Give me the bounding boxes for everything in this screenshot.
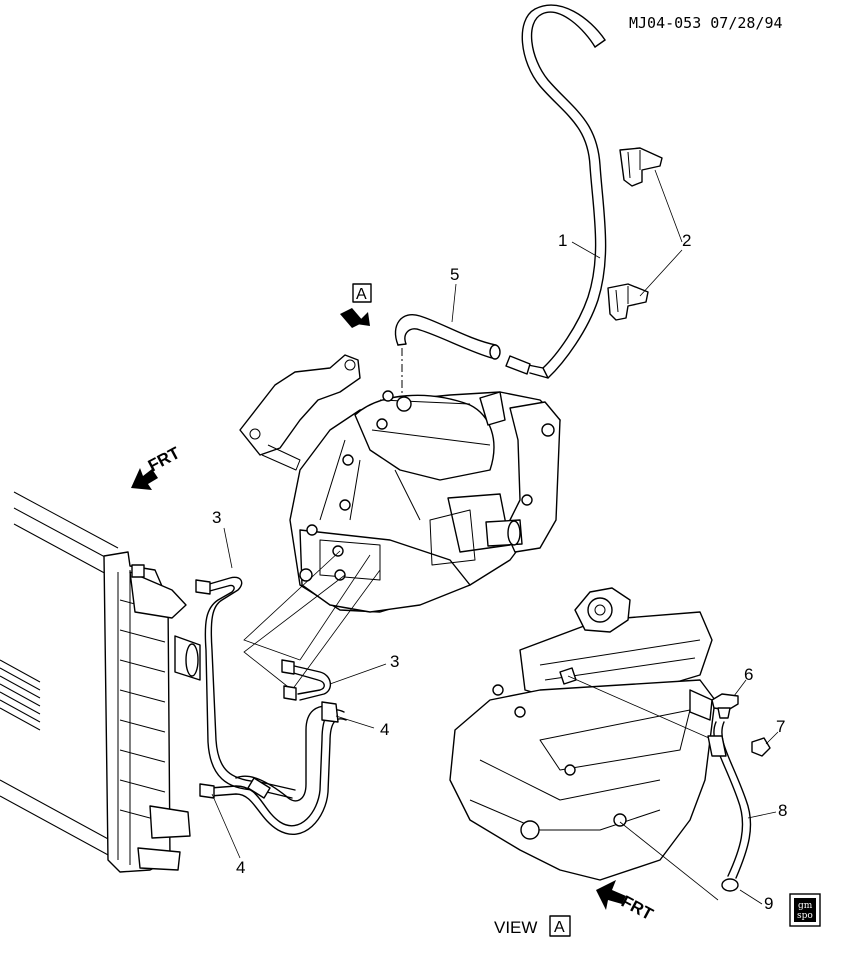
transaxle-assembly bbox=[239, 354, 561, 613]
front-label-upper: FRT bbox=[145, 443, 184, 476]
view-caption: VIEW A bbox=[494, 915, 571, 937]
logo-line-2: spo bbox=[797, 911, 813, 921]
callout-labels: 1 2 3 3 4 4 5 6 7 8 9 bbox=[212, 231, 787, 913]
callout-3-upper: 3 bbox=[212, 508, 221, 527]
callout-5: 5 bbox=[450, 265, 459, 284]
gm-spo-logo: gm spo bbox=[789, 893, 821, 927]
front-arrow-upper: FRT bbox=[131, 443, 184, 490]
hose-part-5 bbox=[394, 314, 501, 405]
callout-8: 8 bbox=[778, 801, 787, 820]
engine-assembly-view-a bbox=[449, 587, 719, 901]
cooler-line-part-3 bbox=[195, 576, 331, 799]
callout-4-bottom: 4 bbox=[236, 858, 245, 877]
view-a-marker: A bbox=[340, 283, 372, 328]
callout-7: 7 bbox=[776, 717, 785, 736]
logo-line-1: gm bbox=[798, 901, 813, 911]
view-caption-word: VIEW bbox=[494, 918, 537, 937]
hose-clips-part-2 bbox=[607, 147, 663, 321]
view-caption-letter: A bbox=[554, 919, 565, 936]
radiator bbox=[0, 491, 201, 873]
callout-9: 9 bbox=[764, 894, 773, 913]
callout-6: 6 bbox=[744, 665, 753, 684]
front-label-lower: FRT bbox=[618, 892, 657, 925]
front-arrow-lower: FRT bbox=[596, 880, 657, 924]
callout-leaders bbox=[211, 169, 779, 905]
view-marker-letter: A bbox=[356, 286, 367, 303]
cooler-line-part-4 bbox=[199, 701, 347, 835]
callout-1: 1 bbox=[558, 231, 567, 250]
leader-dashes bbox=[243, 550, 381, 691]
vent-hose-part-1 bbox=[505, 4, 607, 379]
callout-3-lower: 3 bbox=[390, 652, 399, 671]
breather-assembly bbox=[707, 693, 771, 892]
callout-4-right: 4 bbox=[380, 720, 389, 739]
callout-2: 2 bbox=[682, 231, 691, 250]
drawing-code: MJ04-053 07/28/94 bbox=[629, 14, 783, 32]
